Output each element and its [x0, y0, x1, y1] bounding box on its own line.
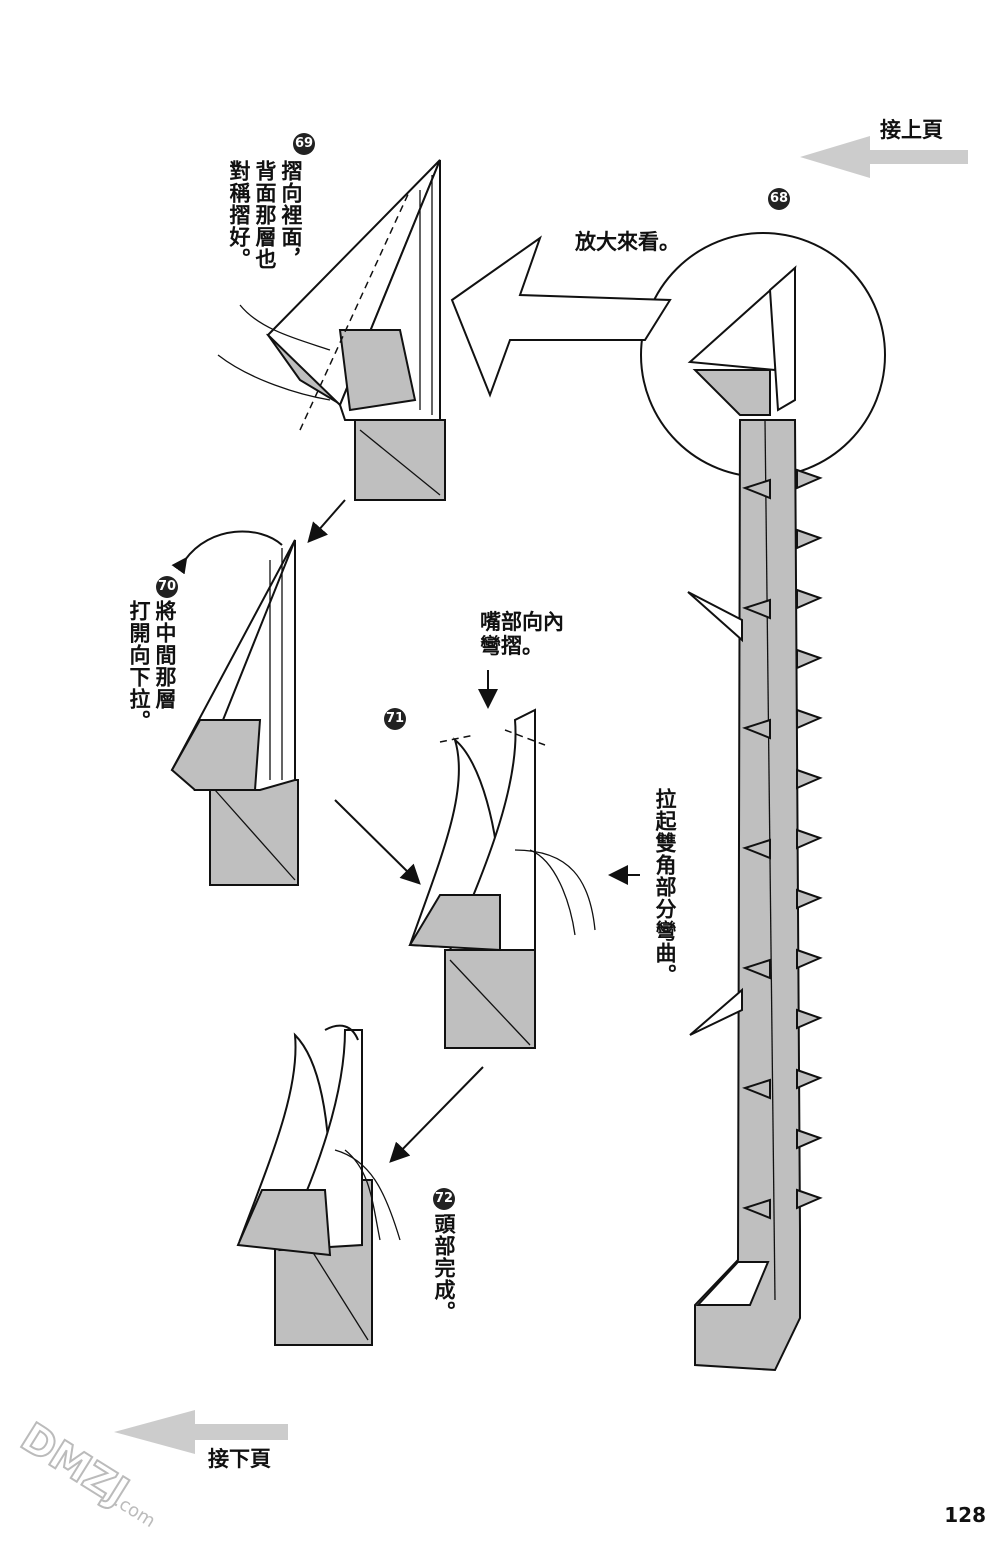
step-68-number: 68: [768, 188, 790, 210]
next-page-label[interactable]: 接下頁: [208, 1447, 271, 1471]
prev-page-arrow[interactable]: [800, 136, 968, 178]
zoom-arrow: [450, 235, 672, 398]
page-number: 128: [944, 1503, 986, 1527]
step-69-number: 69: [293, 133, 315, 155]
step-72-text: 頭部完成。: [432, 1213, 456, 1323]
step-70-number: 70: [156, 576, 178, 598]
step-68-figure: [640, 232, 886, 1372]
svg-text:.com: .com: [110, 1491, 159, 1532]
step-70-figure: [170, 530, 299, 886]
step-69-text: 摺向裡面， 背面那層也 對稱摺好。: [227, 160, 303, 270]
step-72-number: 72: [433, 1188, 455, 1210]
beak-fold-note: 嘴部向內 彎摺。: [480, 610, 564, 658]
step-70-text: 將中間那層 打開向下拉。: [127, 600, 177, 732]
zoom-label: 放大來看。: [575, 230, 680, 254]
step-71-figure: [408, 670, 640, 1049]
prev-page-label[interactable]: 接上頁: [880, 118, 943, 142]
step-72-figure: [236, 1024, 401, 1346]
horn-bend-note: 拉起雙角部分彎曲。: [653, 788, 677, 986]
next-page-arrow[interactable]: [114, 1410, 288, 1454]
step-71-number: 71: [384, 708, 406, 730]
step-69-figure: [217, 159, 446, 544]
